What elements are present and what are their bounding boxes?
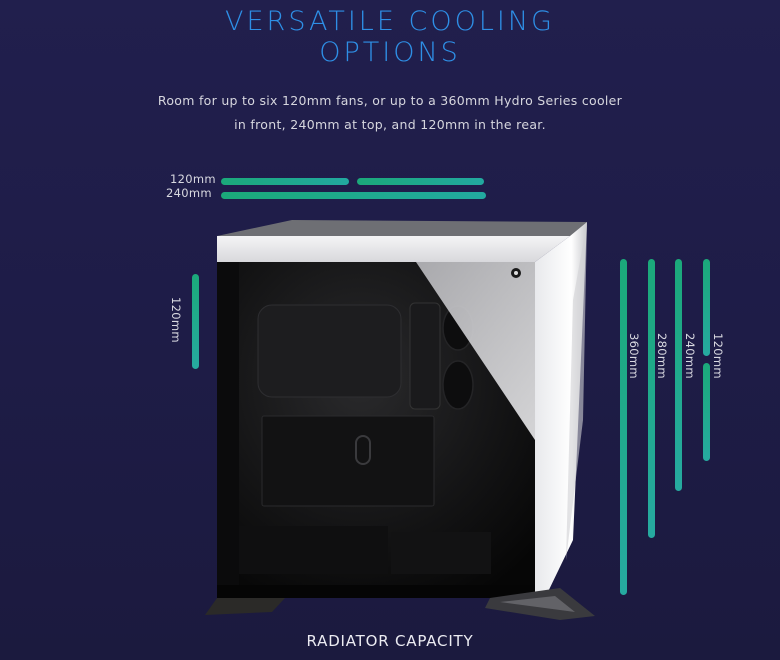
top-120mm-bar-1 [221,178,349,185]
front-120mm-label: 120mm [711,333,725,379]
front-240mm-label: 240mm [683,333,697,379]
front-360mm-label: 360mm [627,333,641,379]
rear-120mm-bar [192,274,199,369]
page-title-line1: VERSATILE COOLING [225,6,555,37]
front-360mm-bar [620,259,627,595]
front-120mm-bar-2 [703,363,710,461]
front-240mm-bar [675,259,682,491]
page-title-line2: OPTIONS [319,37,461,68]
front-280mm-bar [648,259,655,538]
top-120mm-bar-2 [357,178,484,185]
top-240mm-label: 240mm [166,186,212,200]
top-240mm-bar [221,192,486,199]
front-120mm-bar-1 [703,259,710,356]
description-line1: Room for up to six 120mm fans, or up to … [157,93,623,108]
rear-120mm-label: 120mm [169,297,183,343]
top-120mm-label: 120mm [170,172,216,186]
description-line2: in front, 240mm at top, and 120mm in the… [234,117,546,132]
front-280mm-label: 280mm [655,333,669,379]
radiator-capacity-caption: RADIATOR CAPACITY [306,632,474,650]
